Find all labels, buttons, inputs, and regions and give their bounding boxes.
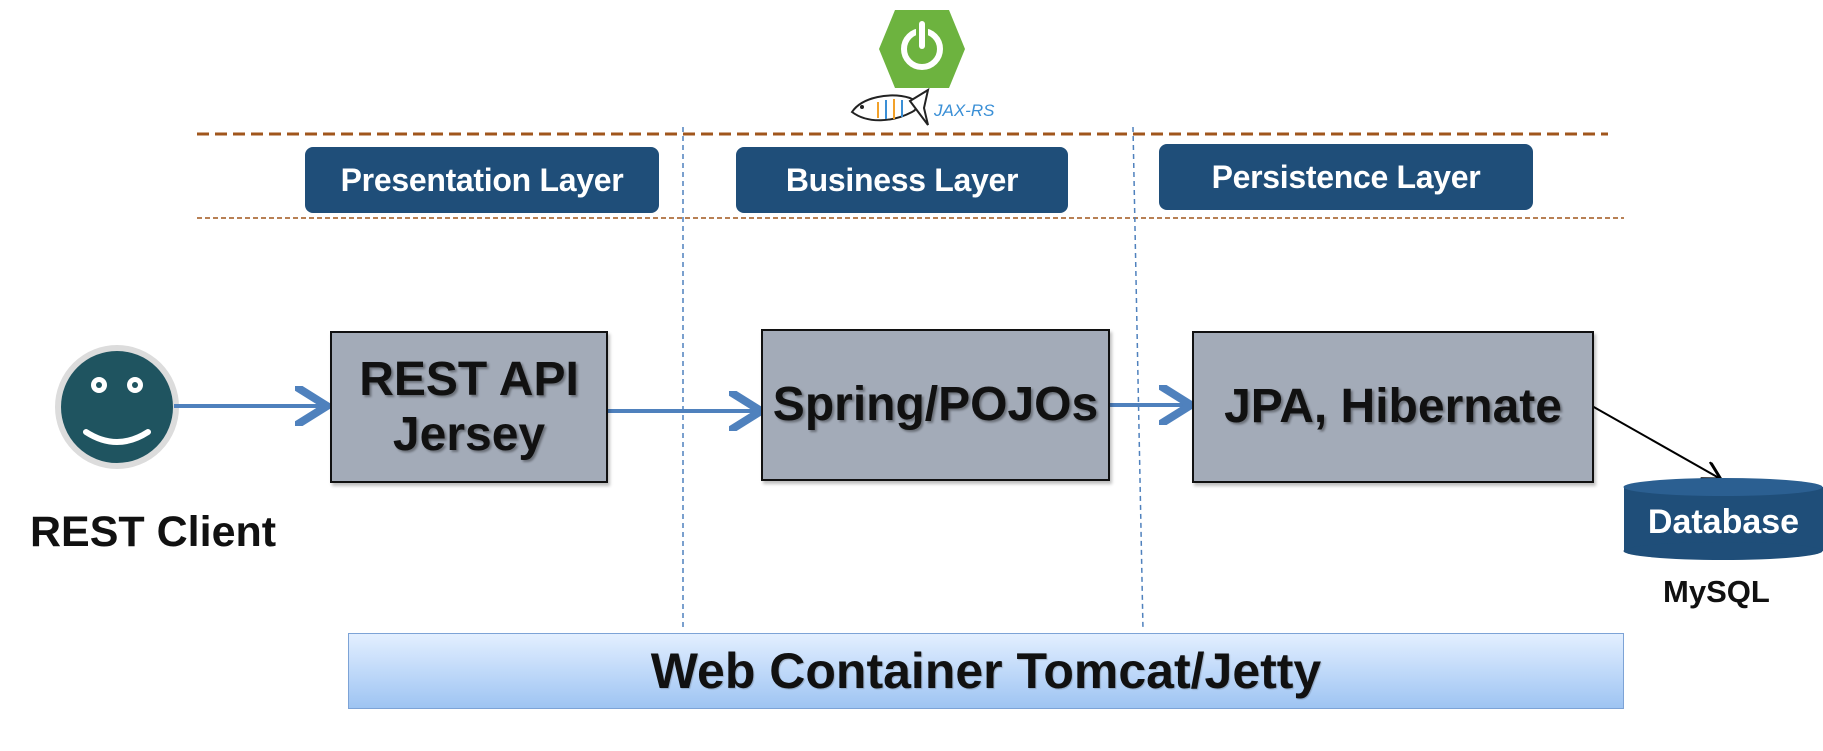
separator-business-persistence	[1132, 126, 1144, 631]
database-label: Database	[1647, 503, 1800, 541]
spring-pojos-box: Spring/POJOs	[761, 329, 1110, 481]
mysql-label: MySQL	[1663, 574, 1770, 609]
web-container-label: Web Container Tomcat/Jetty	[650, 643, 1322, 699]
jersey-label: Jersey	[392, 408, 546, 461]
spring-pojos-label: Spring/POJOs	[772, 378, 1099, 432]
jax-rs-label: JAX-RS	[934, 101, 995, 120]
jpa-hibernate-box: JPA, Hibernate	[1192, 331, 1594, 483]
presentation-layer-header: Presentation Layer	[305, 147, 659, 213]
rest-client-label: REST Client	[30, 508, 277, 556]
web-container-bar: Web Container Tomcat/Jetty	[348, 633, 1624, 709]
database-cylinder-icon	[1623, 478, 1823, 560]
persistence-layer-header: Persistence Layer	[1159, 144, 1533, 210]
rest-api-label: REST API	[359, 352, 579, 406]
jpa-hibernate-label: JPA, Hibernate	[1224, 380, 1562, 434]
smiley-face-icon	[55, 345, 179, 469]
jax-rs-fish-icon	[850, 87, 930, 126]
arrow-jpa-to-database	[1591, 405, 1719, 478]
rest-api-jersey-box: REST API Jersey	[330, 331, 608, 483]
business-layer-header: Business Layer	[736, 147, 1068, 213]
spring-power-icon	[879, 10, 965, 88]
